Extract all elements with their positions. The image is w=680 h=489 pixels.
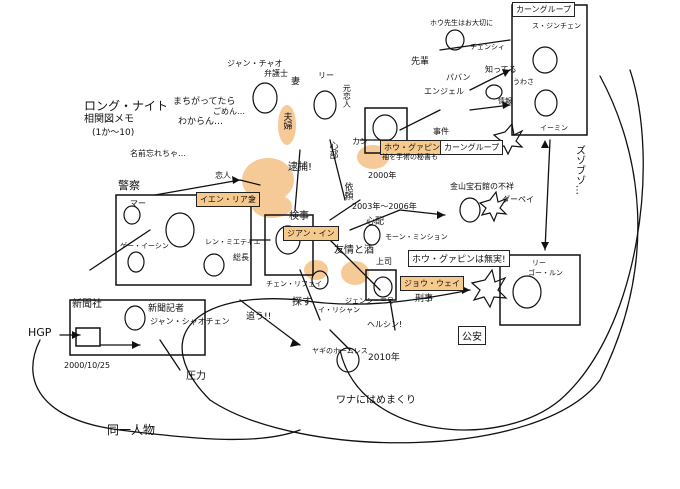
face-ceo xyxy=(446,30,464,50)
label-hgp: HGP xyxy=(28,327,51,339)
face-kang xyxy=(373,115,397,141)
label-relation2: 上司 xyxy=(376,258,392,266)
face-ma xyxy=(124,206,140,224)
face-wife xyxy=(314,91,336,119)
title-sub4: 名前忘れちゃ… xyxy=(130,150,186,158)
label-mingsheng: モーン・ミンション xyxy=(385,234,448,241)
label-same-person: 同一人物 xyxy=(107,424,155,437)
label-ren: レン・ミエティエ xyxy=(205,239,261,246)
face-journalist xyxy=(125,306,145,330)
label-hgp-date: 2000/10/25 xyxy=(64,362,110,370)
label-chief: ジアン・イン xyxy=(283,226,339,241)
label-relation1: 友情と酒 xyxy=(334,246,374,257)
face-chief xyxy=(166,213,194,247)
label-li-mark2: ゴー・ルン xyxy=(528,270,563,277)
label-wu-role: 刑事 xyxy=(415,295,433,304)
label-wu: ジョウ・ウェイ xyxy=(400,276,464,291)
label-wife: 妻 xyxy=(291,78,300,87)
face-jin xyxy=(460,198,480,222)
label-rumor: うわさ xyxy=(513,79,534,86)
label-known: 知ってる xyxy=(485,66,517,74)
label-relation3: 心配 xyxy=(366,218,384,227)
label-bali: パバン xyxy=(446,74,470,82)
label-ceo-line2: チェンシィ xyxy=(470,44,505,51)
label-year2000: 2000年 xyxy=(368,172,396,180)
face-jiang-chao xyxy=(253,83,277,113)
label-chase: 追う!! xyxy=(246,313,271,322)
face-ren xyxy=(204,254,224,276)
label-car1: ス・ジンチェン xyxy=(532,23,581,30)
label-gang2: 袖を手術の秘書も xyxy=(382,154,438,161)
hgp-laptop-box xyxy=(76,328,100,346)
label-jiang-chao: ジャン・チャオ xyxy=(227,60,283,68)
group-boxes xyxy=(70,5,587,355)
group-police: 警察 xyxy=(118,180,140,192)
group-car: カーングループ xyxy=(512,2,575,17)
group-public-security: 公安 xyxy=(458,326,486,345)
label-kang: カン xyxy=(352,138,368,146)
face-guo xyxy=(128,252,144,272)
label-guo: ゲー・イーシン xyxy=(120,243,169,250)
label-help: ヘルシン! xyxy=(367,321,402,329)
label-car2: イーミン xyxy=(540,125,568,132)
label-jin: 金山宝石館の不祥 xyxy=(450,183,514,191)
label-search: 探す xyxy=(292,298,312,309)
label-incident: 事件 xyxy=(433,128,449,136)
title-line2: 相関図メモ xyxy=(84,115,134,126)
title-sub2: ごめん… xyxy=(213,108,245,116)
label-relation10: 心部 xyxy=(327,141,336,159)
label-pressure: 圧力 xyxy=(186,372,206,383)
label-ren-role: 総長 xyxy=(233,254,249,262)
label-relation6: 逮捕! xyxy=(288,163,312,174)
title-line3: (1か〜10) xyxy=(92,129,134,138)
orange-highlights xyxy=(242,105,389,285)
label-relation4: 恋人 xyxy=(215,172,231,180)
label-ui-line: ホウ・グァピンは無実! xyxy=(408,250,510,267)
label-li: リー xyxy=(318,72,334,80)
label-journalist-name: ジャン・シャオチェン xyxy=(150,318,230,326)
label-noise: ズゾブゾ… xyxy=(573,145,584,195)
label-sanyi: イ・リシャン xyxy=(318,307,360,314)
face-car2 xyxy=(535,90,557,116)
label-ex-lover: 元恋人 xyxy=(342,84,350,108)
label-homeless: ヤギのホームレス xyxy=(312,348,368,355)
label-relation9: 依頼 xyxy=(342,182,351,200)
label-ceo-line: ホウ先生はお大切に xyxy=(430,20,493,27)
label-journalist: 新聞記者 xyxy=(148,305,184,314)
title-line1: ロング・ナイト xyxy=(84,100,168,113)
burst-public xyxy=(472,270,506,307)
label-info: 情報 xyxy=(498,98,512,105)
label-year2010: 2010年 xyxy=(368,354,400,363)
label-couple: 夫婦 xyxy=(281,112,290,130)
label-jin2: ダーペイ xyxy=(502,196,534,204)
label-car-group-person: カーングループ xyxy=(440,140,503,155)
label-relation5: 金 xyxy=(248,196,256,204)
label-chen: チェン・リフェイ xyxy=(266,281,322,288)
label-relation17: 先輩 xyxy=(411,58,429,67)
label-watching: ワナにはめまくり xyxy=(336,396,416,407)
title-sub3: わからん… xyxy=(178,118,223,127)
label-ma: マー xyxy=(130,200,146,208)
face-mingsheng xyxy=(364,225,380,245)
group-newspaper: 新聞社 xyxy=(72,300,102,311)
label-sanyi2: ジェンシー三号 xyxy=(345,298,394,305)
face-public xyxy=(513,276,541,308)
label-li-mark: リー xyxy=(532,260,546,267)
label-year-range: 2003年〜2006年 xyxy=(352,203,417,211)
face-car1 xyxy=(533,47,557,73)
label-jiang-role: 弁護士 xyxy=(264,70,288,78)
label-chief-role: 検事 xyxy=(289,212,309,223)
label-angelo: エンジェル xyxy=(424,88,464,96)
